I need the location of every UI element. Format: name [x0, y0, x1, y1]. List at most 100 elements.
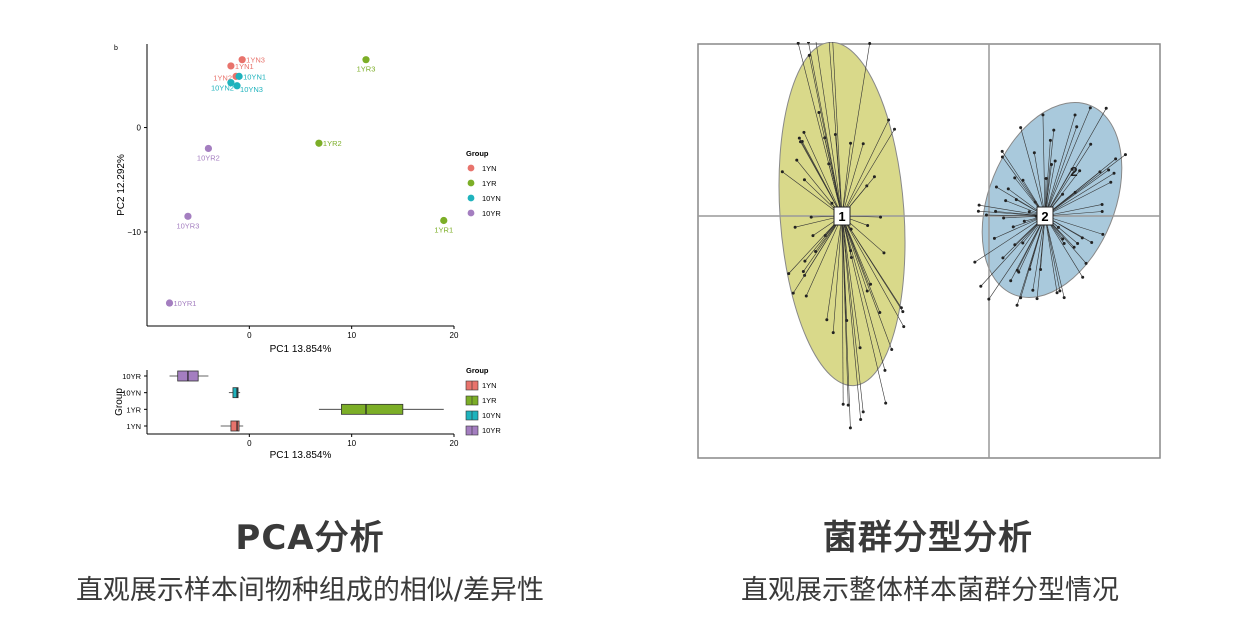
- cluster-2-sample-point: [1000, 149, 1004, 153]
- cluster-2-spoke: [1001, 151, 1046, 217]
- cluster-1-spoke: [841, 129, 895, 217]
- cluster-2-spoke: [1044, 154, 1126, 217]
- cluster-2-sample-point: [1013, 243, 1017, 247]
- cluster-2-sample-point: [1019, 296, 1023, 300]
- cluster-1-sample-point: [807, 53, 811, 57]
- cluster-2-sample-point: [984, 213, 988, 217]
- legend-title: Group: [466, 149, 489, 158]
- point-10YR2: [204, 144, 212, 153]
- cluster-2-sample-point: [1048, 138, 1052, 142]
- cluster-2-sample-point: [979, 284, 983, 288]
- cluster-1-sample-point: [811, 234, 815, 238]
- cluster-1-sample-point: [884, 401, 888, 405]
- cluster-1-sample-point: [801, 270, 805, 274]
- cluster-1-spoke: [841, 215, 851, 428]
- cluster-2-sample-point: [1000, 155, 1004, 159]
- cluster-1-sample-point: [859, 418, 863, 422]
- y-tick-label: −10: [127, 228, 141, 237]
- cluster-2-spoke: [988, 215, 1046, 300]
- box-y-axis-label: Group: [114, 388, 125, 416]
- cluster-1-sample-point: [809, 215, 813, 219]
- cluster-1-spoke: [841, 215, 868, 292]
- cluster-2-spoke: [1044, 181, 1111, 217]
- cluster-2-spoke: [1044, 215, 1103, 235]
- cluster-1-sample-point: [861, 410, 865, 414]
- cluster-2-label: 2: [1041, 209, 1048, 224]
- cluster-2-spoke: [979, 204, 1046, 217]
- cluster-2-sample-point: [973, 260, 977, 264]
- cluster-1-sample-point: [846, 403, 850, 407]
- pca-caption-subtitle: 直观展示样本间物种组成的相似/差异性: [75, 575, 545, 606]
- cluster-2-sample-point: [1013, 176, 1017, 180]
- cluster-2-sample-point: [1058, 289, 1062, 293]
- y-axis-label: PC2 12.292%: [116, 154, 127, 216]
- cluster-1-sample-point: [858, 346, 862, 350]
- box-y-tick-label: 1YN: [126, 422, 141, 431]
- cluster-1-spoke: [788, 215, 843, 274]
- cluster-1-sample-point: [825, 318, 829, 322]
- cluster-2-sample-point: [1055, 291, 1059, 295]
- point-label: 1YN1: [235, 62, 254, 71]
- x-tick-label: 0: [247, 331, 252, 340]
- cluster-2-sample-point: [1101, 232, 1105, 236]
- cluster-2-sample-point: [1073, 113, 1077, 117]
- cluster-2-sample-point: [1112, 171, 1116, 175]
- cluster-1-spoke: [841, 215, 886, 404]
- point-label: 1YN2: [213, 73, 232, 82]
- legend-label: 10YR: [482, 209, 501, 218]
- cluster-2-sample-point: [1088, 106, 1092, 110]
- cluster-2-sample-point: [1050, 163, 1054, 167]
- cluster-1-sample-point: [882, 251, 886, 255]
- cluster-1-sample-point: [872, 175, 876, 179]
- cluster-2-spoke: [1044, 108, 1107, 217]
- cluster-1-spoke: [841, 43, 870, 217]
- cluster-2-sample-point: [1084, 261, 1088, 265]
- cluster-1-spoke: [841, 215, 844, 405]
- cluster-2-sample-point: [1035, 297, 1039, 301]
- cluster-2-spoke: [1020, 127, 1046, 217]
- cluster-1-sample-point: [796, 42, 800, 45]
- cluster-2-sample-point: [1076, 241, 1080, 245]
- cluster-1-spoke: [826, 215, 843, 320]
- cluster-1-label: 1: [838, 209, 845, 224]
- cluster-1-spoke: [828, 42, 843, 217]
- cluster-2-spoke: [1044, 140, 1051, 217]
- cluster-2-spoke: [1044, 169, 1109, 217]
- y-tick-label: 0: [137, 124, 142, 133]
- cluster-2-sample-point: [1011, 225, 1015, 229]
- cluster-2-sample-point: [1009, 279, 1013, 283]
- cluster-1-sample-point: [878, 310, 882, 314]
- cluster-1-spoke: [832, 215, 843, 333]
- cluster-2-sample-point: [1001, 256, 1005, 260]
- x-tick-label: 10: [347, 331, 356, 340]
- legend-label: 1YN: [482, 381, 497, 390]
- cluster-2-sample-point: [1062, 242, 1066, 246]
- cluster-1-sample-point: [865, 289, 869, 293]
- cluster-2-sample-point: [1002, 216, 1006, 220]
- cluster-2-spoke: [1044, 130, 1055, 217]
- cluster-1-spoke: [782, 171, 843, 217]
- cluster-2-sample-point: [1081, 275, 1085, 279]
- box-y-tick-label: 10YR: [122, 372, 141, 381]
- point-label: 10YN1: [243, 72, 266, 81]
- cluster-1-sample-point: [879, 215, 883, 219]
- cluster-1-sample-point: [833, 132, 837, 136]
- legend-key: [467, 194, 475, 202]
- cluster-2-sample-point: [1019, 126, 1023, 130]
- point-label: 1YR3: [357, 65, 376, 74]
- point-label: 1YR1: [434, 226, 453, 235]
- cluster-2-sample-point: [994, 209, 998, 213]
- cluster-1-spoke: [841, 215, 893, 350]
- cluster-1-spoke: [841, 143, 864, 217]
- legend-label: 10YN: [482, 194, 501, 203]
- cluster-2-sample-point: [1072, 245, 1076, 249]
- cluster-1-sample-point: [849, 141, 853, 145]
- cluster-2-sample-point: [1006, 187, 1010, 191]
- cluster-1-spoke: [841, 143, 851, 217]
- cluster-2-spoke: [1020, 215, 1046, 298]
- cluster-2-sample-point: [1109, 180, 1113, 184]
- legend-label: 1YN: [482, 164, 497, 173]
- cluster-1-sample-point: [883, 368, 887, 372]
- cluster-1-sample-point: [831, 331, 835, 335]
